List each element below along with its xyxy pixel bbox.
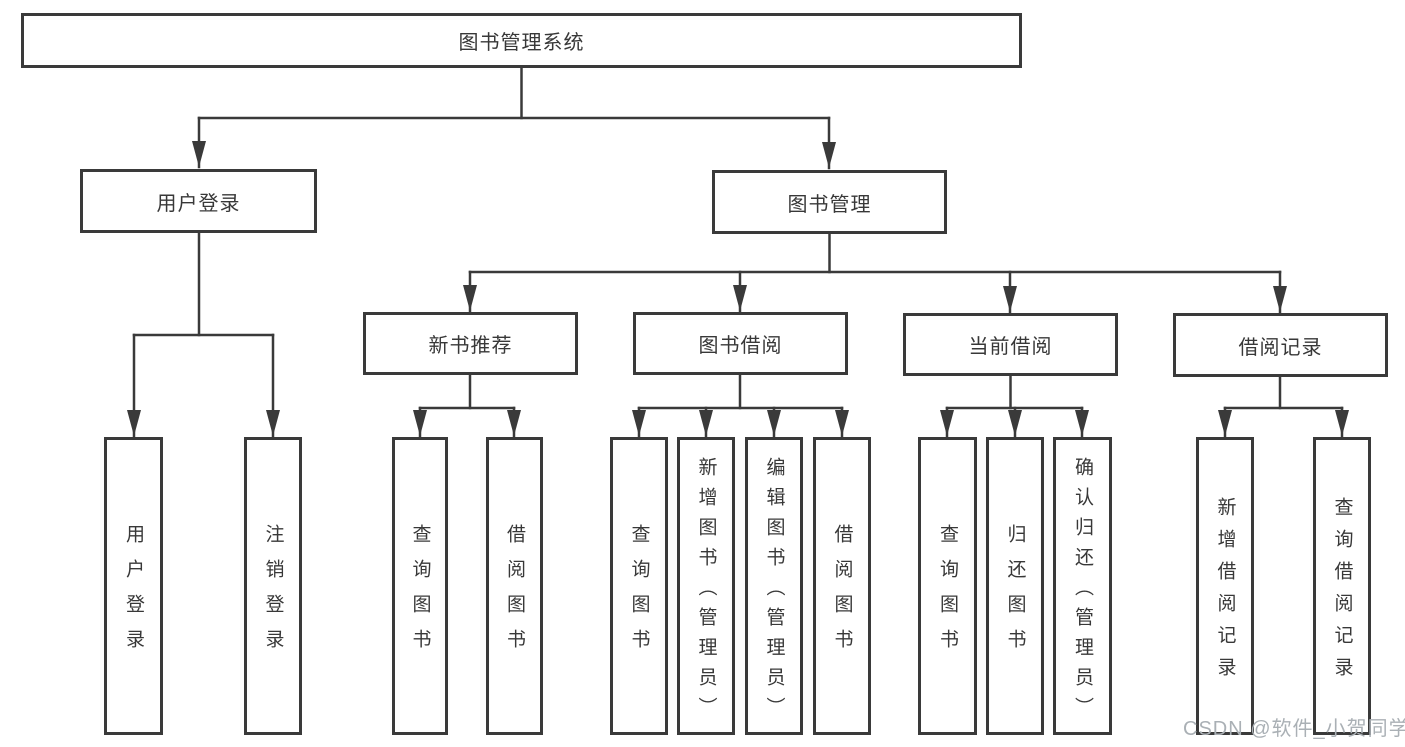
node-label: 借阅记录 [1238,336,1323,359]
leaf-label: 注销登录 [262,524,284,664]
leaf-label: 归还图书 [1004,524,1026,664]
leaf-label: 借阅图书 [504,524,525,664]
node-book-management: 图书管理 [712,170,947,234]
leaf-add-borrow-record: 新增借阅记录 [1196,437,1254,735]
leaf-edit-book-admin: 编辑图书（管理员） [745,437,803,735]
node-book-borrow: 图书借阅 [633,312,848,375]
node-new-book-recommend: 新书推荐 [363,312,578,375]
leaf-query-books-1: 查询图书 [392,437,448,735]
node-library-management-system: 图书管理系统 [21,13,1022,68]
node-label: 新书推荐 [428,335,513,357]
node-label: 当前借阅 [968,336,1053,358]
leaf-label: 新增借阅记录 [1214,496,1236,689]
leaf-borrow-books-1: 借阅图书 [486,437,543,735]
node-label: 图书管理系统 [458,32,585,54]
leaf-label: 编辑图书（管理员） [763,456,785,727]
leaf-label: 查询图书 [628,524,650,664]
node-borrow-records: 借阅记录 [1173,313,1388,377]
leaf-user-login: 用户登录 [104,437,163,735]
leaf-label: 查询图书 [937,524,958,664]
leaf-label: 用户登录 [123,524,144,664]
leaf-label: 确认归还（管理员） [1072,456,1093,727]
node-label: 图书管理 [787,193,872,216]
leaf-label: 查询图书 [409,524,431,664]
leaf-label: 查询借阅记录 [1331,496,1353,689]
leaf-confirm-return-admin: 确认归还（管理员） [1053,437,1112,735]
node-label: 图书借阅 [698,335,783,357]
leaf-label: 借阅图书 [831,524,853,664]
leaf-return-book: 归还图书 [986,437,1044,735]
node-label: 用户登录 [156,192,241,215]
leaf-query-books-2: 查询图书 [610,437,668,735]
leaf-borrow-books-2: 借阅图书 [813,437,871,735]
csdn-watermark: CSDN @软件_小贺同学 [1183,718,1405,740]
node-user-login: 用户登录 [80,169,317,233]
leaf-add-book-admin: 新增图书（管理员） [677,437,735,735]
leaf-label: 新增图书（管理员） [695,456,717,727]
node-current-borrow: 当前借阅 [903,313,1118,376]
leaf-query-books-3: 查询图书 [918,437,977,735]
leaf-logout: 注销登录 [244,437,302,735]
leaf-query-borrow-record: 查询借阅记录 [1313,437,1371,735]
